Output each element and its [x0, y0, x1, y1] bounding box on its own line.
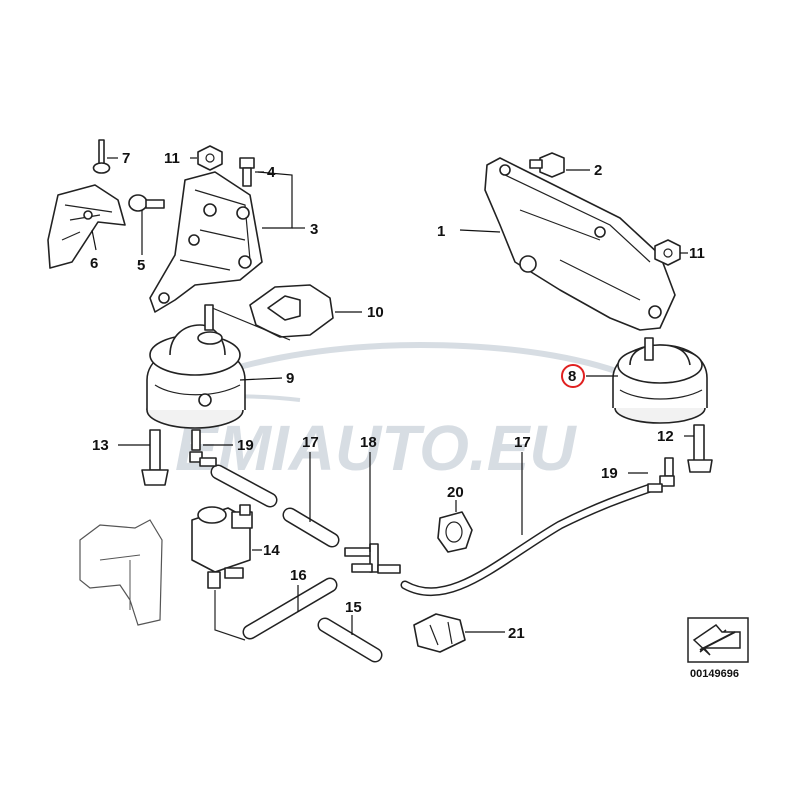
- callout-9: 9: [286, 370, 294, 387]
- callout-8: 8: [568, 368, 576, 385]
- part-2-bolt: [529, 152, 565, 178]
- callout-12: 12: [657, 428, 674, 445]
- highlight-ring: [561, 364, 585, 388]
- part-1-bracket-right: [484, 157, 676, 331]
- callout-3: 3: [310, 221, 318, 238]
- part-11-nut-right: [654, 239, 681, 266]
- part-19-connector-right: [647, 457, 675, 493]
- callout-20: 20: [447, 484, 464, 501]
- part-20-clip: [437, 511, 473, 553]
- bracket-lower-left: [79, 519, 163, 626]
- callout-13: 13: [92, 437, 109, 454]
- part-12-bolt: [687, 424, 713, 473]
- part-5-bolt: [128, 194, 165, 212]
- callout-17-right: 17: [514, 434, 531, 451]
- part-21-clip: [413, 613, 466, 653]
- callout-11-right: 11: [689, 245, 705, 262]
- part-18-t-connector: [344, 543, 401, 574]
- part-8-engine-mount-right: [612, 337, 708, 424]
- callout-labels: 7 6 11 4 3 5 10 9 13 19 17 18 17 20 1 2 …: [90, 150, 705, 642]
- callout-21: 21: [508, 625, 525, 642]
- callout-4: 4: [267, 164, 276, 181]
- part-13-bolt: [141, 429, 169, 486]
- part-11-nut-left: [197, 145, 223, 171]
- watermark: EMIAUTO.EU: [148, 341, 652, 484]
- dim-line: [204, 304, 291, 341]
- callout-18: 18: [360, 434, 377, 451]
- part-6-bracket: [47, 184, 126, 269]
- diagram-reference-number: 00149696: [690, 668, 739, 680]
- vacuum-hoses: [210, 464, 655, 663]
- callout-11-left: 11: [164, 150, 180, 167]
- watermark-text: EMIAUTO.EU: [175, 412, 577, 484]
- callout-10: 10: [367, 304, 384, 321]
- callout-1: 1: [437, 223, 445, 240]
- part-4-bolt: [239, 157, 255, 187]
- part-10-heat-shield: [249, 284, 334, 338]
- callout-15: 15: [345, 599, 362, 616]
- callout-5: 5: [137, 257, 145, 274]
- callout-14: 14: [263, 542, 280, 559]
- part-19-connector-left: [189, 429, 217, 467]
- callout-7: 7: [122, 150, 130, 167]
- callout-6: 6: [90, 255, 98, 272]
- callout-16: 16: [290, 567, 307, 584]
- callout-2: 2: [594, 162, 602, 179]
- part-9-engine-mount-left: [146, 304, 246, 429]
- callout-17-left: 17: [302, 434, 319, 451]
- callout-19-right: 19: [601, 465, 618, 482]
- part-7-bolt: [92, 139, 111, 174]
- part-3-engine-bracket: [149, 171, 263, 313]
- callout-19-left: 19: [237, 437, 254, 454]
- leader-lines: [91, 157, 694, 635]
- direction-arrow-icon: [692, 624, 741, 656]
- direction-arrow-box: [687, 617, 749, 663]
- part-14-solenoid-valve: [191, 504, 253, 589]
